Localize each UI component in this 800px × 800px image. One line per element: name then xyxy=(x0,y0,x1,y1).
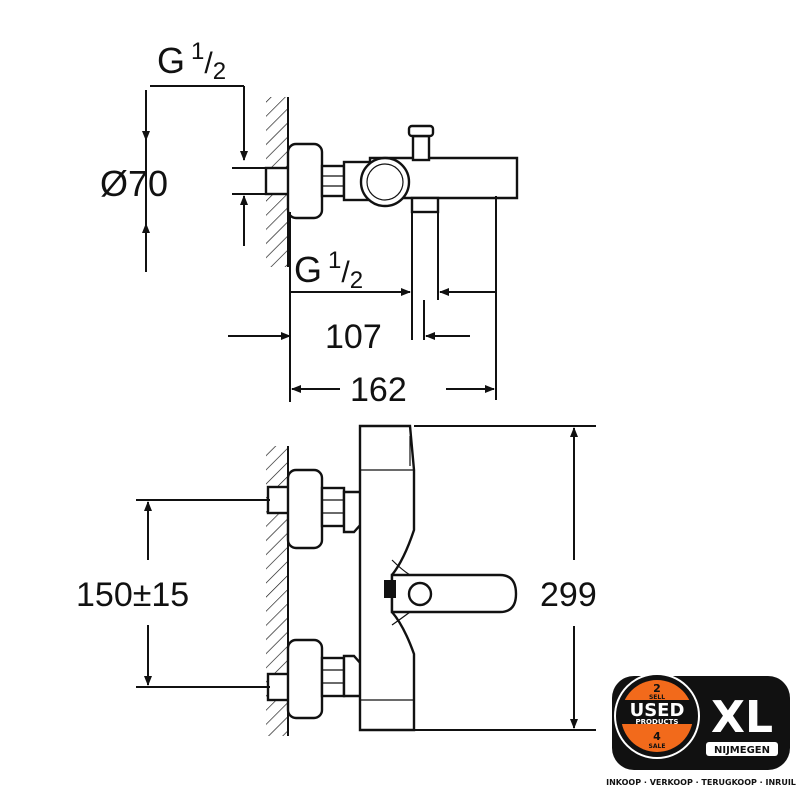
temperature-mark xyxy=(384,580,396,598)
svg-text:PRODUCTS: PRODUCTS xyxy=(636,718,679,726)
spout-outlet-top xyxy=(410,196,440,214)
rosette-upper xyxy=(286,468,324,550)
eccentric-hex-top xyxy=(320,164,346,198)
handle-top xyxy=(359,156,411,208)
svg-text:SALE: SALE xyxy=(649,743,666,750)
svg-text:SELL: SELL xyxy=(649,694,665,701)
svg-text:NIJMEGEN: NIJMEGEN xyxy=(714,745,770,756)
eccentric-lower xyxy=(320,656,346,698)
diverter-knob xyxy=(407,124,435,138)
dimension-107: 107 xyxy=(325,318,382,356)
dimension-162: 162 xyxy=(350,371,407,409)
inlet-nut-upper xyxy=(266,485,292,515)
inlet-nut-lower xyxy=(266,672,292,702)
svg-text:2: 2 xyxy=(653,682,661,695)
logo-tagline: INKOOP · VERKOOP · TERUGKOOP · INRUIL xyxy=(606,778,796,787)
svg-text:USED: USED xyxy=(630,700,685,721)
eccentric-upper xyxy=(320,486,346,528)
front-view: 150±15 299 xyxy=(76,424,597,736)
diverter-stem xyxy=(411,134,431,162)
used-products-logo: 2 SELL USED PRODUCTS 4 SALE XL NIJMEGEN … xyxy=(606,673,796,787)
diameter-label: Ø70 xyxy=(100,163,168,204)
svg-text:4: 4 xyxy=(653,730,661,743)
inlet-nut-top xyxy=(264,166,292,196)
dimension-150-15: 150±15 xyxy=(76,576,189,614)
rosette-top xyxy=(286,142,324,220)
spout-button xyxy=(407,581,433,607)
rosette-lower xyxy=(286,638,324,720)
wall-hatch-front xyxy=(266,446,288,736)
dimension-299: 299 xyxy=(540,576,597,614)
svg-text:XL: XL xyxy=(711,692,773,743)
